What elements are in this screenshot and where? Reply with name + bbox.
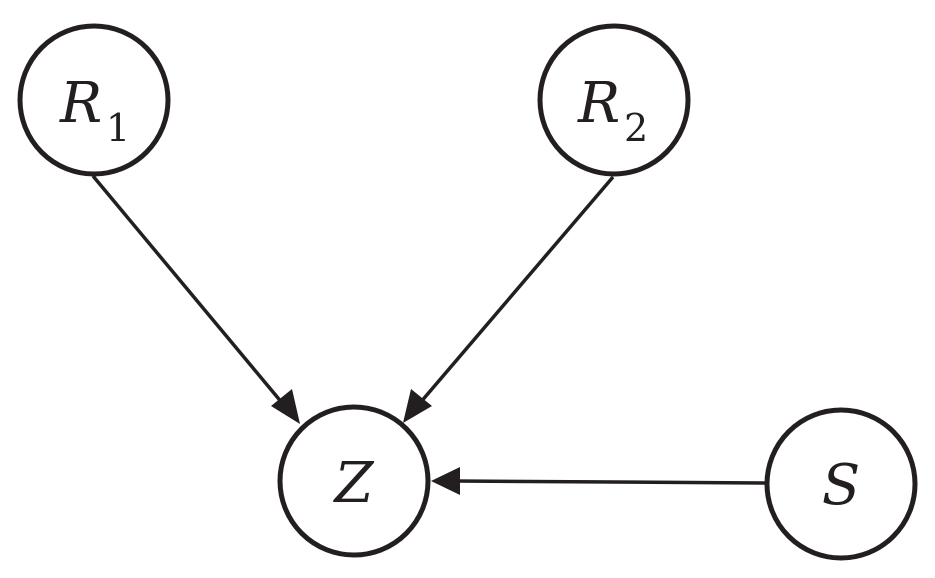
node-r2-label: R bbox=[577, 71, 620, 136]
arrowhead-r2-z bbox=[403, 389, 432, 423]
node-r2: R 2 bbox=[537, 23, 691, 177]
node-r1-subscript: 1 bbox=[106, 106, 130, 150]
node-r2-subscript: 2 bbox=[624, 106, 648, 150]
node-z-label: Z bbox=[333, 451, 375, 516]
edge-r2-to-z bbox=[403, 175, 615, 423]
arrowhead-r1-z bbox=[271, 389, 300, 424]
node-s: S bbox=[764, 407, 918, 561]
node-r1-label: R bbox=[59, 71, 102, 136]
arrowhead-s-z bbox=[431, 467, 460, 495]
node-s-label: S bbox=[822, 453, 860, 518]
edge-s-to-z bbox=[431, 467, 766, 495]
node-z: Z bbox=[277, 404, 431, 558]
node-r1: R 1 bbox=[17, 23, 171, 177]
edges bbox=[91, 174, 766, 495]
edge-r1-to-z bbox=[91, 174, 300, 424]
